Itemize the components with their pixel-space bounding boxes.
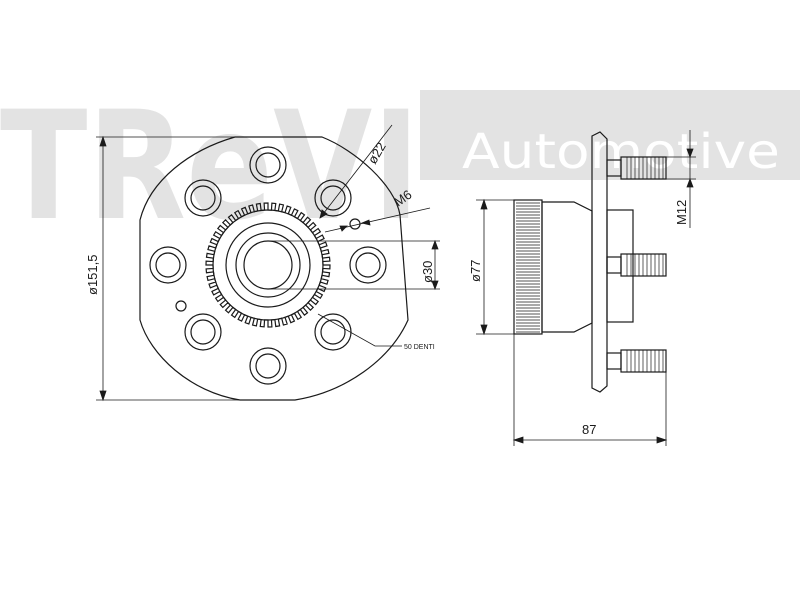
dim-stud-thread — [666, 130, 696, 228]
bolt-hole — [184, 313, 222, 351]
tone-ring — [212, 209, 324, 321]
bore-outer — [235, 232, 301, 298]
bolt-hole — [255, 152, 281, 178]
hub-ring — [225, 222, 311, 308]
bolt-holes — [149, 146, 387, 385]
bolt-hole — [190, 319, 216, 345]
label-stud-thread: M12 — [674, 200, 689, 225]
bolt-hole — [314, 179, 352, 217]
side-hub-body — [541, 201, 593, 333]
bolt-hole — [249, 146, 287, 184]
side-stud-top — [606, 156, 667, 180]
side-tone-ring-teeth — [516, 202, 540, 333]
label-center-bore: ø30 — [420, 261, 435, 283]
label-ring-diameter: ø77 — [468, 260, 483, 282]
bolt-hole — [320, 319, 346, 345]
bolt-hole — [314, 313, 352, 351]
leader-teeth — [317, 313, 402, 347]
dim-outer-diameter — [96, 135, 240, 402]
thread-hole — [175, 300, 187, 312]
side-view — [476, 130, 696, 446]
label-overall-length: 87 — [582, 422, 596, 437]
dim-center-bore — [268, 239, 440, 291]
bolt-hole — [249, 347, 287, 385]
watermark-brand: TReVI — [0, 80, 420, 254]
bolt-hole — [149, 246, 187, 284]
label-outer-diameter: ø151,5 — [85, 255, 100, 295]
front-view — [96, 124, 440, 402]
side-stud-mid — [606, 253, 667, 277]
side-pilot — [606, 209, 634, 323]
flange-outline — [139, 136, 409, 401]
leader-thread-hole — [324, 207, 431, 233]
leader-bolt-hole — [319, 124, 393, 219]
bolt-hole — [155, 252, 181, 278]
side-stud-bottom — [606, 349, 667, 373]
bolt-hole — [349, 246, 387, 284]
bolt-hole — [190, 185, 216, 211]
bolt-hole — [355, 252, 381, 278]
side-flange — [591, 131, 608, 393]
dim-ring-diameter — [476, 198, 514, 336]
label-teeth-note: 50 DENTI — [404, 344, 435, 351]
dim-overall-length — [512, 334, 668, 446]
bolt-hole — [184, 179, 222, 217]
watermark-band — [420, 90, 800, 180]
watermark: TReVI Automotive — [0, 80, 800, 254]
bolt-hole — [320, 185, 346, 211]
bolt-hole — [255, 353, 281, 379]
